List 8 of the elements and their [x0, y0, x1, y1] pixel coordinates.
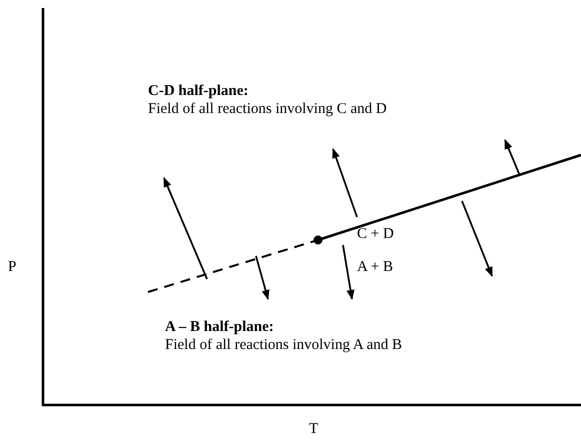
- axis-label: T: [309, 420, 318, 438]
- heading: C-D half-plane:: [148, 82, 248, 100]
- heading: A – B half-plane:: [165, 318, 274, 336]
- phase-label: A + B: [357, 258, 393, 276]
- description: Field of all reactions involving C and D: [148, 100, 387, 118]
- phase-label: C + D: [357, 225, 394, 243]
- axis-label: P: [8, 258, 16, 276]
- description: Field of all reactions involving A and B: [165, 336, 402, 354]
